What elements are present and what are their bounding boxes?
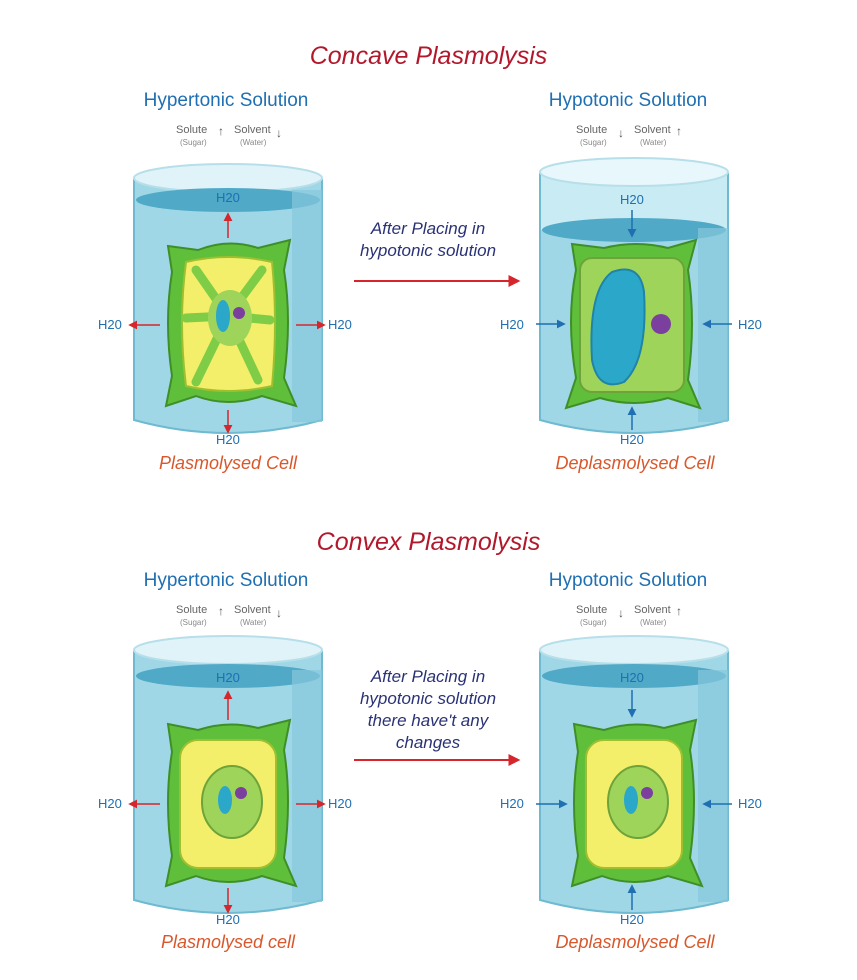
water-label: H20 (216, 670, 240, 685)
water-label: H20 (620, 192, 644, 207)
section-title-concave: Concave Plasmolysis (309, 42, 548, 70)
plant-cell-concave (164, 238, 298, 408)
legend-left-1: Solute (Sugar) ↑ Solvent (Water) ↓ (172, 124, 322, 154)
transition-line: changes (395, 733, 461, 752)
water-label: H20 (216, 432, 240, 447)
water-label: H20 (738, 317, 762, 332)
transition-text-2: After Placing in hypotonic solution ther… (328, 666, 528, 754)
legend-right-2: Solute (Sugar) ↓ Solvent (Water) ↑ (572, 604, 722, 634)
water-label: H20 (500, 317, 524, 332)
water-label: H20 (98, 796, 122, 811)
legend-solute-sub: (Sugar) (580, 618, 607, 627)
arrow-down-icon: ↓ (276, 606, 282, 620)
transition-line: there have't any (367, 711, 489, 730)
legend-solvent: Solvent (634, 124, 671, 136)
water-label: H20 (738, 796, 762, 811)
water-label: H20 (328, 317, 352, 332)
solution-title-hypotonic: Hypotonic Solution (548, 90, 708, 111)
water-arrows-out-2 (128, 690, 326, 914)
legend-right-1: Solute (Sugar) ↓ Solvent (Water) ↑ (572, 124, 722, 154)
arrow-down-icon: ↓ (276, 126, 282, 140)
solution-title-hypertonic: Hypertonic Solution (143, 570, 309, 591)
plant-cell-deplasmolysed-1 (564, 238, 702, 410)
legend-solute: Solute (176, 124, 208, 136)
water-label: H20 (328, 796, 352, 811)
transition-text-1: After Placing in hypotonic solution (328, 218, 528, 262)
water-arrows-out-1 (128, 212, 326, 434)
water-label: H20 (500, 796, 524, 811)
legend-solvent-sub: (Water) (240, 618, 267, 627)
arrow-down-icon: ↓ (618, 606, 624, 620)
cell-label-deplasmolysed: Deplasmolysed Cell (555, 932, 715, 952)
solution-title-hypertonic: Hypertonic Solution (143, 90, 309, 111)
legend-solute-sub: (Sugar) (180, 138, 207, 147)
legend-solute-sub: (Sugar) (580, 138, 607, 147)
plant-cell-convex (164, 718, 298, 888)
water-label: H20 (216, 190, 240, 205)
section-title-convex: Convex Plasmolysis (316, 528, 541, 556)
arrow-down-icon: ↓ (618, 126, 624, 140)
legend-solute-sub: (Sugar) (180, 618, 207, 627)
legend-solvent-sub: (Water) (640, 138, 667, 147)
legend-left-2: Solute (Sugar) ↑ Solvent (Water) ↓ (172, 604, 322, 634)
water-label: H20 (216, 912, 240, 927)
transition-line: hypotonic solution (359, 241, 497, 260)
legend-solvent-sub: (Water) (640, 618, 667, 627)
legend-solvent-sub: (Water) (240, 138, 267, 147)
transition-line: After Placing in (370, 219, 486, 238)
arrow-up-icon: ↑ (218, 124, 224, 138)
transition-line: hypotonic solution (359, 689, 497, 708)
cell-label-plasmolysed: Plasmolysed cell (160, 932, 296, 952)
cell-label-deplasmolysed: Deplasmolysed Cell (555, 453, 715, 473)
arrow-up-icon: ↑ (676, 604, 682, 618)
legend-solute: Solute (576, 604, 608, 616)
water-label: H20 (98, 317, 122, 332)
arrow-up-icon: ↑ (676, 124, 682, 138)
plant-cell-deplasmolysed-2 (570, 718, 704, 888)
legend-solute: Solute (576, 124, 608, 136)
arrow-up-icon: ↑ (218, 604, 224, 618)
legend-solvent: Solvent (234, 604, 271, 616)
water-label: H20 (620, 432, 644, 447)
water-arrows-in-1 (536, 210, 732, 430)
legend-solvent: Solvent (234, 124, 271, 136)
water-label: H20 (620, 670, 644, 685)
solution-title-hypotonic: Hypotonic Solution (548, 570, 708, 591)
water-arrows-in-2 (536, 690, 732, 910)
legend-solvent: Solvent (634, 604, 671, 616)
water-label: H20 (620, 912, 644, 927)
cell-label-plasmolysed: Plasmolysed Cell (158, 453, 298, 473)
transition-line: After Placing in (370, 667, 486, 686)
legend-solute: Solute (176, 604, 208, 616)
